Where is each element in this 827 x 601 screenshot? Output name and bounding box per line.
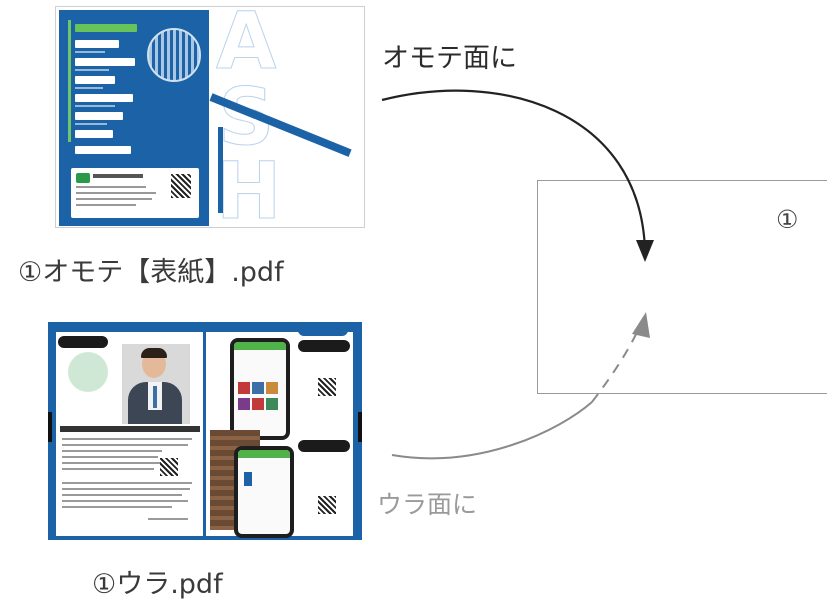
- menu-subline: [75, 123, 107, 125]
- body-text-line: [62, 456, 158, 458]
- menu-row: [75, 58, 135, 66]
- phone-header-bar: [234, 342, 286, 350]
- side-tab: [48, 412, 52, 442]
- outline-letter-graphic: H: [215, 147, 282, 228]
- body-text-line: [62, 500, 188, 502]
- screen-thumb: [266, 398, 278, 410]
- screen-thumb: [238, 382, 250, 394]
- back-side-label: ウラ面に: [377, 490, 478, 519]
- phone-screen: [238, 450, 290, 534]
- front-side-label: オモテ面に: [382, 43, 517, 74]
- green-circle-graphic: [68, 352, 108, 392]
- body-text-line: [62, 444, 188, 446]
- screen-thumb: [252, 398, 264, 410]
- menu-rail: [68, 20, 71, 142]
- body-text-line: [62, 494, 182, 496]
- menu-subline: [75, 69, 109, 71]
- phone-screen: [234, 342, 286, 436]
- company-name-line: [93, 174, 143, 178]
- back-arrow-solid: [391, 401, 593, 460]
- body-text-line: [62, 450, 162, 452]
- front-arrow: [381, 89, 650, 254]
- screen-thumb: [238, 398, 250, 410]
- front-arrow-head: [636, 240, 654, 262]
- qr-code-icon: [160, 458, 178, 476]
- body-text-line: [148, 518, 188, 520]
- heading-bar: [60, 426, 200, 432]
- side-tab: [358, 412, 362, 442]
- phone-header-bar: [238, 450, 290, 458]
- menu-row: [75, 94, 133, 102]
- roof-post-graphic: [218, 127, 223, 213]
- body-text-line: [62, 482, 192, 484]
- back-pages-thumbnail: [48, 322, 362, 540]
- qr-code-icon: [318, 496, 336, 514]
- menu-row: [75, 76, 115, 84]
- front-file-caption: ①オモテ【表紙】.pdf: [18, 257, 284, 288]
- screen-thumb: [266, 382, 278, 394]
- company-logo-icon: [76, 173, 90, 183]
- qr-code-icon: [171, 174, 191, 198]
- body-text-line: [62, 468, 154, 470]
- section-tag: [58, 336, 108, 348]
- outline-letter-graphic: A: [215, 6, 277, 87]
- portrait-tie: [153, 386, 157, 408]
- body-text-line: [62, 462, 162, 464]
- back-arrow-head: [632, 312, 650, 338]
- section-tag: [298, 440, 350, 452]
- back-file-caption: ①ウラ.pdf: [92, 569, 223, 600]
- company-info-box: [71, 168, 199, 218]
- phone-mockup: [234, 446, 294, 538]
- info-line: [76, 192, 156, 194]
- menu-subline: [75, 51, 105, 53]
- phone-mockup: [230, 338, 290, 440]
- info-line: [76, 186, 146, 188]
- info-line: [76, 198, 152, 200]
- target-sheet-rectangle: [537, 180, 827, 394]
- info-line: [76, 204, 136, 206]
- menu-row: [75, 40, 119, 48]
- menu-subline: [75, 87, 103, 89]
- menu-row: [75, 130, 113, 138]
- menu-row: [75, 24, 137, 32]
- section-tag: [298, 340, 350, 352]
- cover-white-panel: [209, 10, 361, 226]
- body-text-line: [62, 438, 192, 440]
- cover-blue-panel: [59, 10, 209, 226]
- menu-row: [75, 112, 123, 120]
- screen-logo: [244, 472, 252, 486]
- menu-row: [75, 146, 131, 154]
- body-text-line: [62, 506, 172, 508]
- front-cover-thumbnail: A S H: [55, 6, 365, 228]
- body-text-line: [62, 488, 190, 490]
- menu-subline: [75, 105, 115, 107]
- screen-thumb: [252, 382, 264, 394]
- section-tag: [298, 324, 348, 336]
- target-number: ①: [776, 205, 799, 234]
- striped-circle-graphic: [147, 28, 201, 82]
- qr-code-icon: [318, 378, 336, 396]
- portrait-hair: [141, 348, 167, 358]
